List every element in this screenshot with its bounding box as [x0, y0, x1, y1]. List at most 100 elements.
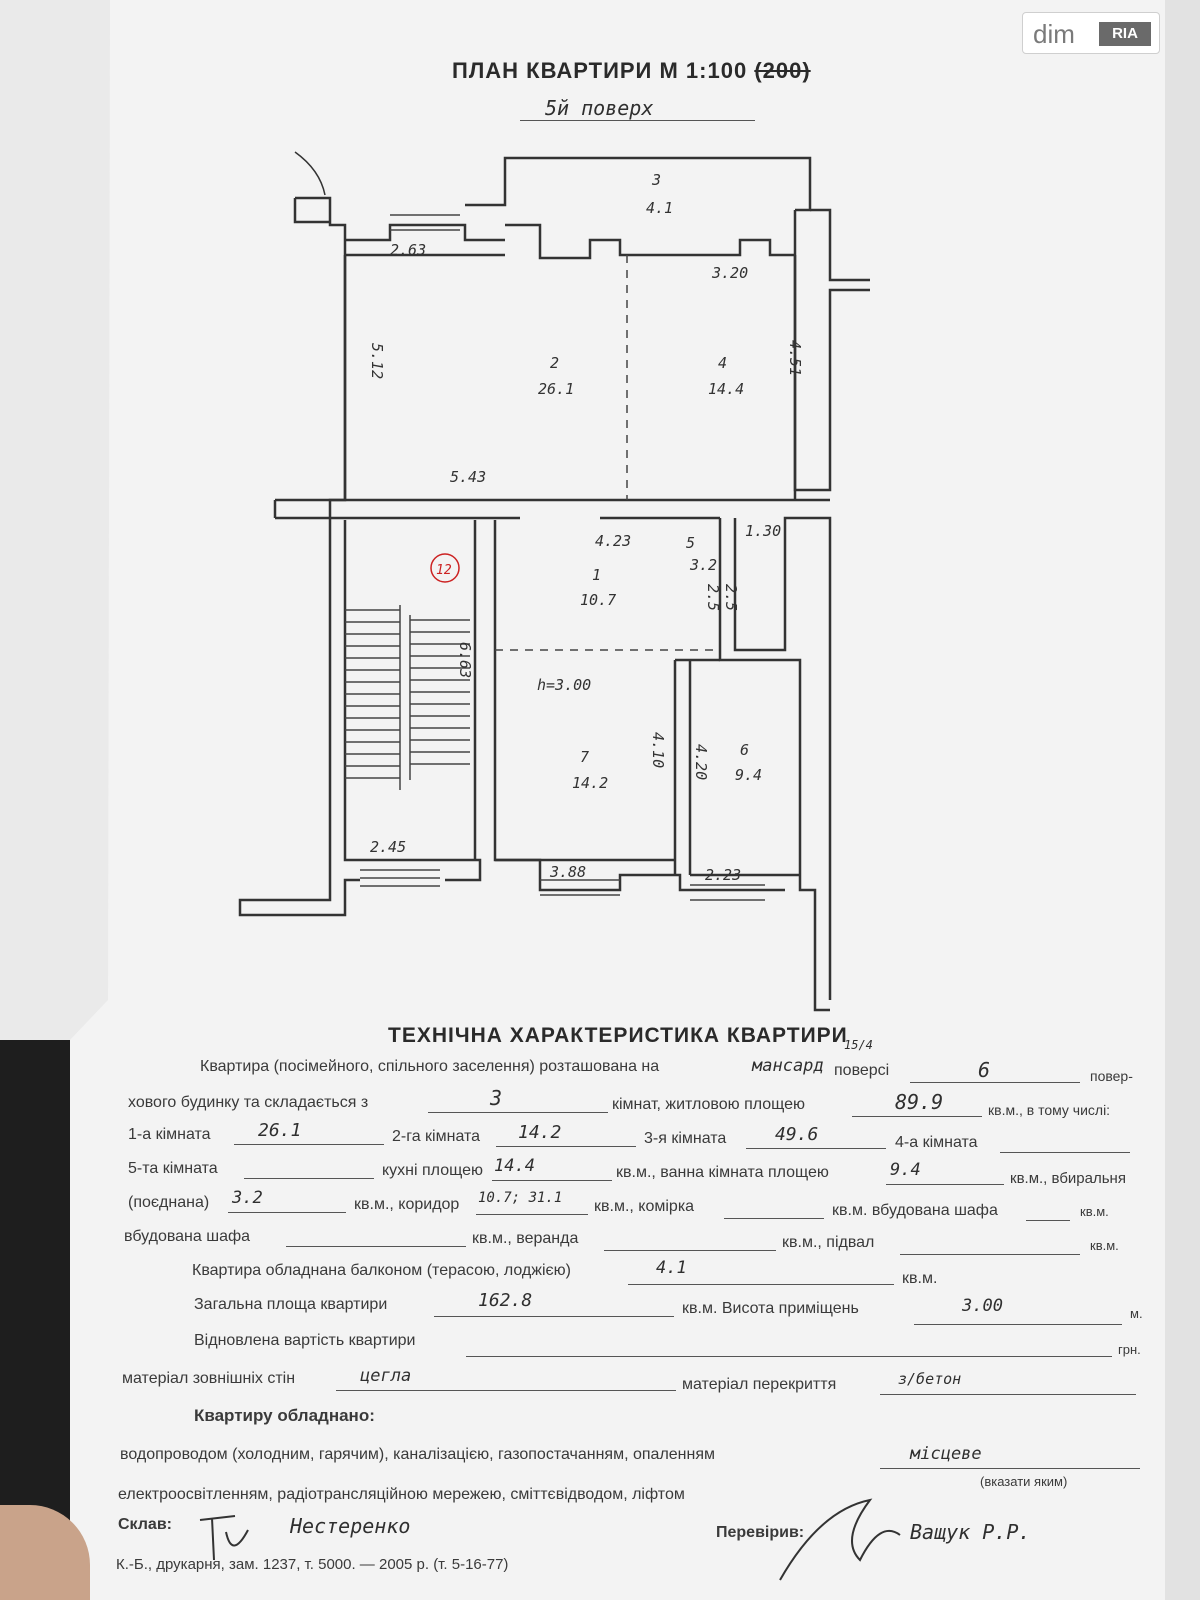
room-1-num: 1 — [592, 566, 601, 584]
line-storeys — [910, 1082, 1080, 1083]
room-3-area: 4.1 — [646, 199, 673, 217]
tech-l4c: кв.м., ванна кімната площею — [616, 1164, 829, 1181]
tech-l7a: Квартира обладнана балконом (терасою, ло… — [192, 1262, 571, 1279]
tech-l3c: 3-я кімната — [644, 1130, 727, 1147]
tech-l8-total: 162.8 — [478, 1290, 533, 1311]
dim-2-45: 2.45 — [370, 838, 406, 856]
tech-l1b: поверсі — [834, 1062, 890, 1079]
floor-plan: 3 4.1 2 26.1 4 14.4 1 10.7 5 3.2 7 14.2 … — [238, 151, 870, 1012]
dim-2-5-a: 2.5 — [704, 584, 722, 611]
tech-l10-ceiling: з/бетон — [898, 1370, 962, 1388]
tech-l12-heating: місцеве — [910, 1444, 982, 1464]
tech-l4b: кухні площею — [382, 1162, 483, 1179]
tech-l3a: 1-а кімната — [128, 1126, 211, 1143]
dim-3-20: 3.20 — [711, 264, 748, 282]
dim-1-30: 1.30 — [745, 522, 781, 540]
tech-l12-note: (вказати яким) — [980, 1474, 1068, 1489]
tech-l2b: кімнат, житловою площею — [612, 1096, 806, 1113]
tech-l10a: матеріал зовнішніх стін — [122, 1370, 296, 1387]
tech-l3-h3: 49.6 — [775, 1124, 819, 1145]
line-room5 — [244, 1178, 374, 1179]
tech-l14-author: Нестеренко — [290, 1514, 411, 1538]
line-room4 — [1000, 1152, 1130, 1153]
line-height — [914, 1324, 1122, 1325]
tech-l15: К.-Б., друкарня, зам. 1237, т. 5000. — 2… — [116, 1556, 509, 1573]
floor-underline — [520, 120, 755, 121]
tech-l2-rooms: 3 — [490, 1086, 503, 1110]
dim-5-12: 5.12 — [368, 343, 386, 379]
tech-l9b: грн. — [1118, 1342, 1141, 1357]
tech-l2c: кв.м., в тому числі: — [988, 1102, 1111, 1118]
dim-2-63: 2.63 — [390, 241, 426, 259]
line-room1 — [234, 1144, 384, 1145]
plan-title-struck: (200) — [754, 58, 811, 83]
room-3-num: 3 — [651, 171, 661, 189]
line-heating — [880, 1468, 1140, 1469]
line-ceiling — [880, 1394, 1136, 1395]
tech-l5a: (поєднана) — [128, 1194, 210, 1211]
line-walls — [336, 1390, 676, 1391]
room-4-num: 4 — [718, 354, 727, 372]
tech-l7-balcony: 4.1 — [656, 1258, 687, 1278]
tech-l6d: кв.м. — [1090, 1238, 1119, 1253]
line-wardrobe1 — [1026, 1220, 1070, 1221]
room-1-area: 10.7 — [580, 591, 616, 609]
watermark-dim: dim — [1033, 19, 1075, 49]
tech-l5d: кв.м. вбудована шафа — [832, 1202, 998, 1219]
tech-l5-corr: 10.7; 31.1 — [478, 1190, 563, 1206]
tech-l3d: 4-а кімната — [895, 1134, 978, 1151]
tech-l10b: матеріал перекриття — [682, 1376, 837, 1393]
room-6-num: 6 — [740, 741, 749, 759]
tech-l3-h2: 14.2 — [518, 1122, 562, 1143]
tech-l4-kitchen: 14.4 — [494, 1156, 535, 1176]
plan-title-text: ПЛАН КВАРТИРИ М 1:100 — [452, 58, 748, 83]
room-2-area: 26.1 — [538, 380, 574, 398]
line-wc — [228, 1212, 346, 1213]
dim-4-10: 4.10 — [649, 732, 667, 768]
tech-l1-sup: 15/4 — [844, 1038, 873, 1052]
tech-l2a: хового будинку та складається з — [128, 1094, 369, 1111]
floor-hand: 5й поверх — [545, 96, 654, 120]
tech-l1c: повер- — [1090, 1068, 1133, 1084]
line-living — [852, 1116, 982, 1117]
tech-l4d: кв.м., вбиральня — [1010, 1170, 1126, 1187]
dim-5-43: 5.43 — [450, 468, 486, 486]
line-room3 — [746, 1148, 886, 1149]
line-total — [434, 1316, 674, 1317]
dim-3-88: 3.88 — [549, 863, 586, 881]
tech-l3-h1: 26.1 — [258, 1120, 302, 1141]
tech-l7b: кв.м. — [902, 1270, 938, 1287]
line-balcony — [628, 1284, 894, 1285]
tech-l5c: кв.м., комірка — [594, 1198, 695, 1215]
tech-l14-checker: Ващук Р.Р. — [910, 1520, 1031, 1544]
tech-l1-floor: мансард — [752, 1056, 824, 1076]
tech-l11: Квартиру обладнано: — [194, 1406, 375, 1425]
tech-l4-bath: 9.4 — [890, 1160, 921, 1180]
tech-l8c: м. — [1130, 1306, 1143, 1321]
line-veranda — [604, 1250, 776, 1251]
stair-mark-circle — [430, 553, 460, 583]
tech-l1a: Квартира (посімейного, спільного заселен… — [200, 1058, 660, 1075]
tech-l12a: водопроводом (холодним, гарячим), каналі… — [120, 1446, 716, 1463]
tech-l8b: кв.м. Висота приміщень — [682, 1300, 859, 1317]
tech-title: ТЕХНІЧНА ХАРАКТЕРИСТИКА КВАРТИРИ — [388, 1024, 848, 1047]
tech-l9a: Відновлена вартість квартири — [194, 1332, 416, 1349]
tech-l14b: Перевірив: — [716, 1524, 805, 1541]
tech-l8a: Загальна площа квартири — [194, 1296, 388, 1313]
plan-title: ПЛАН КВАРТИРИ М 1:100 (200) — [452, 58, 811, 84]
tech-l5-wc: 3.2 — [232, 1188, 263, 1208]
room-5-area: 3.2 — [689, 556, 717, 574]
stair-mark: 12 — [436, 563, 452, 578]
tech-l5e: кв.м. — [1080, 1204, 1109, 1219]
line-basement — [900, 1254, 1080, 1255]
room-6-area: 9.4 — [735, 766, 762, 784]
line-wardrobe2 — [286, 1246, 466, 1247]
dim-2-23: 2.23 — [705, 866, 741, 884]
line-bath — [886, 1184, 1004, 1185]
tech-l8-height: 3.00 — [962, 1296, 1003, 1316]
dim-6-63: 6.63 — [456, 642, 474, 678]
tech-l14a: Склав: — [118, 1516, 172, 1533]
room-7-num: 7 — [580, 748, 589, 766]
tech-l5b: кв.м., коридор — [354, 1196, 460, 1213]
line-closet — [724, 1218, 824, 1219]
